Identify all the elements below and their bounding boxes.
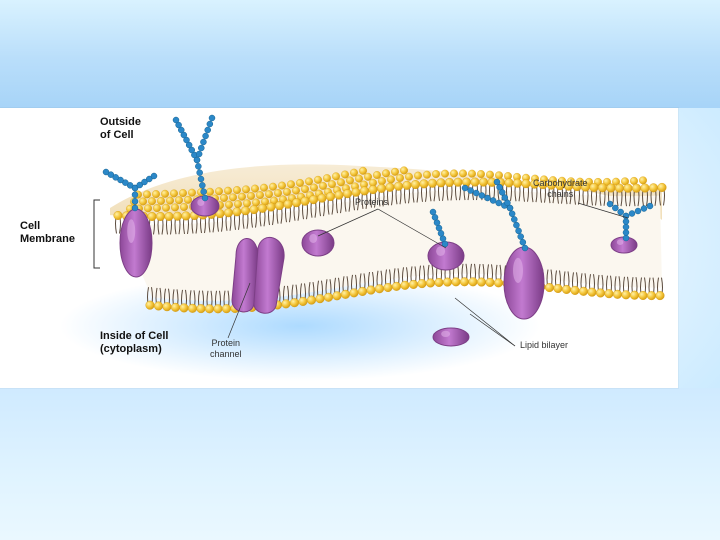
slide-top-band: [0, 0, 720, 108]
inner-leaflet-heads: [145, 277, 665, 314]
leader-line-4: [469, 313, 516, 347]
carbohydrate-chains: [102, 114, 654, 252]
carb-chain-5: [606, 200, 630, 242]
cell-membrane-diagram: [60, 114, 667, 381]
protein-transmembrane-left: [119, 208, 153, 278]
carb-chain-1b: [131, 172, 158, 192]
label-inside-of-cell: Inside of Cell (cytoplasm): [100, 330, 169, 355]
carb-chain-2b: [193, 114, 216, 164]
carb-chain-1: [102, 168, 139, 212]
leader-line-1: [377, 208, 447, 249]
leader-line-5: [227, 282, 251, 339]
label-protein-channel: Protein channel: [210, 338, 242, 359]
label-cell-membrane: Cell Membrane: [20, 220, 76, 245]
carb-chain-2: [172, 116, 209, 202]
label-leader-lines: [93, 199, 629, 347]
label-outside-of-cell: Outside of Cell: [100, 116, 141, 141]
membrane-proteins: [119, 195, 638, 347]
leader-line-3: [454, 297, 516, 347]
leader-line-0: [317, 208, 379, 237]
protein-globular-middle: [301, 229, 335, 257]
label-proteins: Proteins: [355, 197, 389, 207]
protein-channel: [231, 237, 285, 314]
carb-chain-3: [429, 208, 449, 248]
label-carbohydrate-chains: Carbohydrate chains: [533, 178, 588, 199]
carb-chain-4b: [493, 178, 514, 212]
label-lipid-bilayer: Lipid bilayer: [520, 340, 569, 350]
protein-peripheral-bottom: [432, 327, 470, 347]
protein-peripheral-right: [427, 241, 465, 271]
protein-transmembrane-right: [503, 246, 545, 320]
membrane-bracket: [93, 199, 100, 269]
carb-chain-5b: [622, 202, 654, 220]
slide-bottom-band: [0, 388, 720, 540]
diagram-panel: Outside of Cell Cell Membrane Inside of …: [0, 108, 678, 388]
leader-line-2: [577, 202, 629, 219]
protein-peripheral-top: [190, 195, 220, 217]
